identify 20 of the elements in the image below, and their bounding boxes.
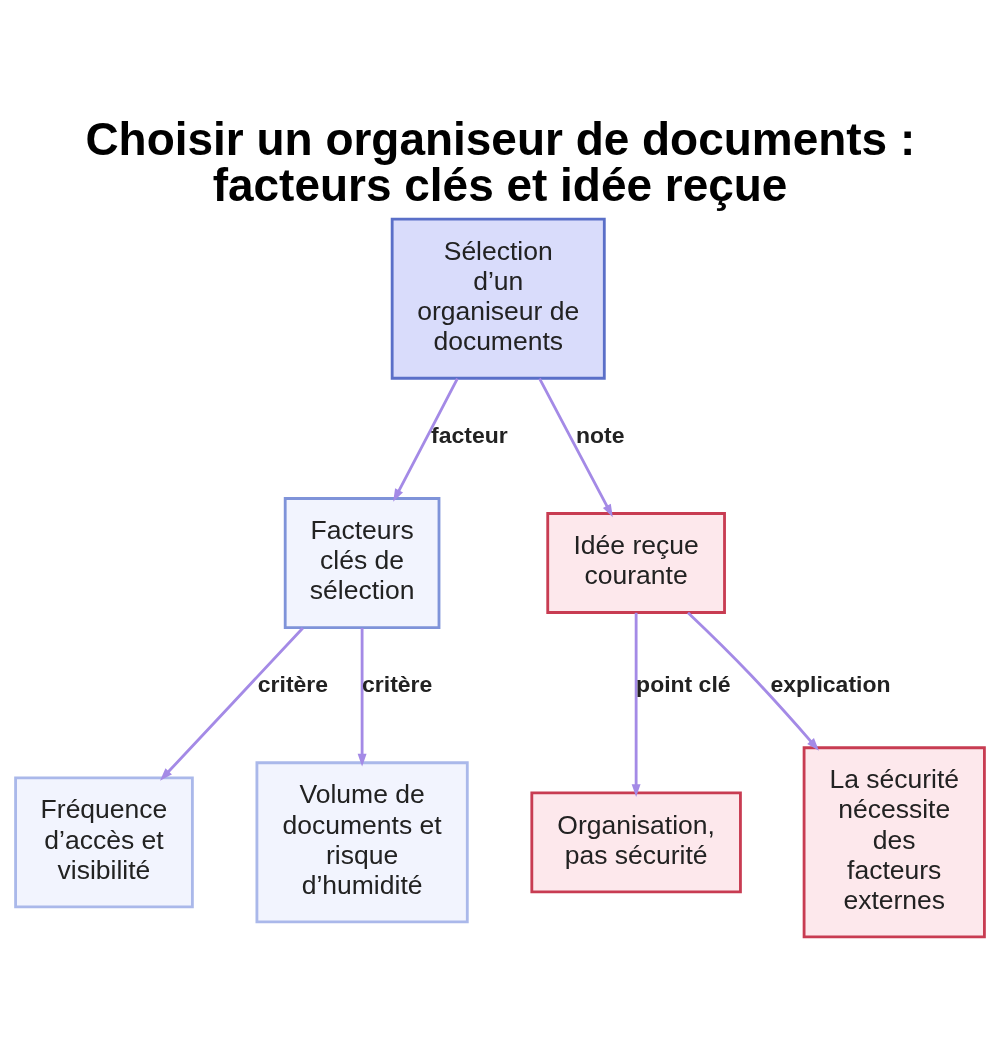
arrow (160, 627, 304, 781)
edge-label: explication (770, 670, 891, 697)
node-box: La sécurité nécessite des facteurs externes (802, 746, 986, 939)
edge-label: critère (362, 670, 433, 697)
edge-label: facteur (431, 421, 508, 448)
edge-label: note (576, 421, 625, 448)
arrow (687, 611, 819, 751)
node-box: Idée reçue courante (546, 512, 726, 614)
arrow (631, 612, 641, 797)
edge-label: point clé (636, 670, 731, 697)
edge-label: critère (257, 670, 329, 697)
node-box: Fréquence d’accès et visibilité (14, 776, 194, 909)
node-box: Volume de documents et risque d’humidité (255, 761, 469, 924)
arrow (357, 628, 367, 767)
diagram-title: Choisir un organiseur de documents : facteurs clés et idée reçue (85, 113, 916, 212)
arrow (538, 378, 613, 518)
node-box: Organisation, pas sécurité (530, 791, 742, 894)
node-box: Facteurs clés de sélection (283, 497, 441, 629)
arrow (393, 378, 459, 502)
node-box: Sélection d’un organiseur de documents (390, 217, 606, 380)
